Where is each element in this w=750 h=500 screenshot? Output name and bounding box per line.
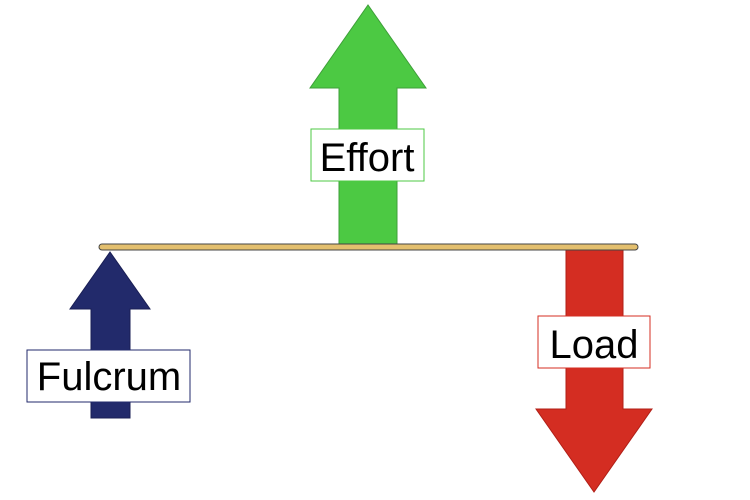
load-arrow xyxy=(535,249,653,493)
load-label-box xyxy=(537,315,651,369)
fulcrum-label: Fulcrum xyxy=(26,349,191,403)
effort-arrow xyxy=(309,4,427,248)
load-label-text: Load xyxy=(550,323,639,367)
load-label: Load xyxy=(537,315,651,369)
lever-bar xyxy=(98,243,639,251)
effort-label-box xyxy=(310,128,425,182)
fulcrum-label-text: Fulcrum xyxy=(37,355,181,399)
effort-label-text: Effort xyxy=(320,136,415,180)
effort-label: Effort xyxy=(310,128,425,182)
fulcrum-label-box xyxy=(26,349,191,403)
